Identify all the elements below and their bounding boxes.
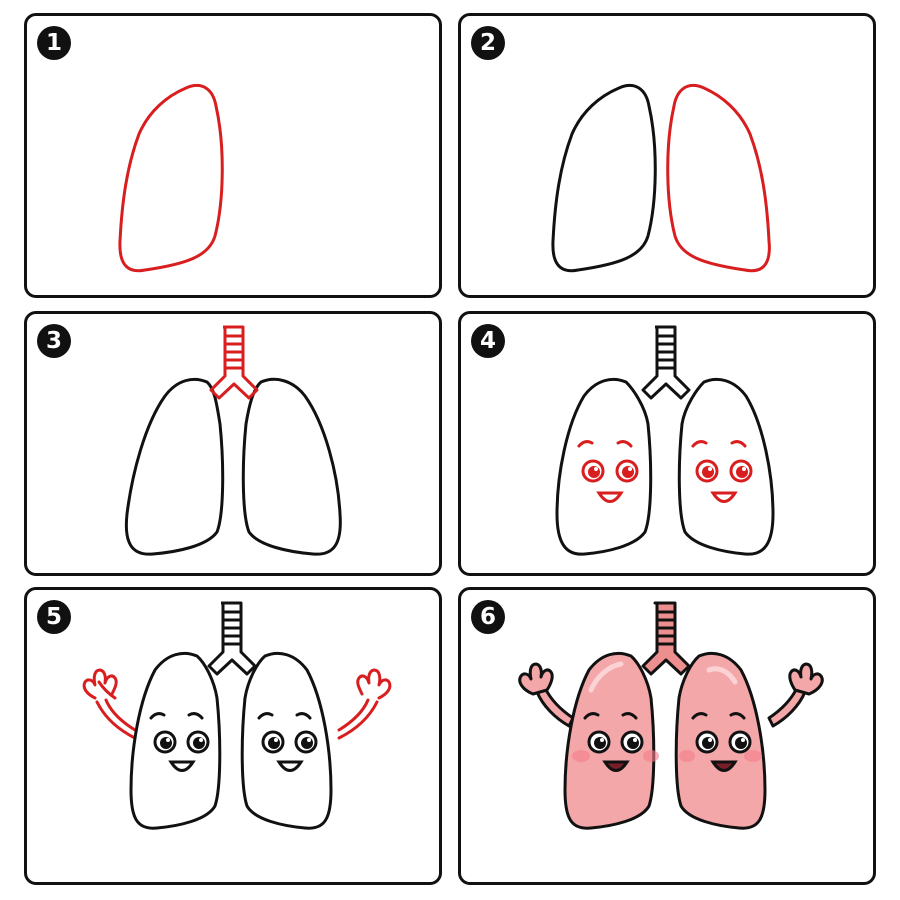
step-number-badge: 4 [471,324,505,358]
trachea [641,601,691,676]
smiley-face-left [577,440,639,503]
trachea [209,325,259,400]
step-5-drawing [82,601,392,830]
right-lung-outline [674,651,767,830]
step-number-badge: 3 [37,324,71,358]
left-lung-outline [124,377,225,556]
waving-arms [518,662,824,728]
step-panel-3: 3 [24,311,442,576]
step-panel-4: 4 [458,311,876,576]
step-6-drawing [518,601,824,830]
smiley-face-left [583,712,644,772]
right-lung-outline [677,377,775,556]
cheek [572,750,590,762]
cheek [643,750,659,762]
right-lung-outline [241,377,342,556]
step-panel-1: 1 [24,13,442,298]
cheek [679,750,695,762]
lung-highlight [706,666,738,685]
step-panel-5: 5 [24,587,442,885]
step-number-badge: 1 [37,26,71,60]
step-number-badge: 6 [471,600,505,634]
right-lung-outline [666,83,771,273]
left-lung-outline [118,83,224,273]
waving-arms [82,668,392,740]
step-3-drawing [124,325,342,556]
trachea [207,601,257,676]
step-number-badge: 5 [37,600,71,634]
smiley-face-right [691,712,752,772]
left-lung-outline [555,377,653,556]
smiley-face-right [257,712,318,772]
lung-highlight [588,661,624,693]
right-lung-outline [240,651,333,830]
smiley-face-right [691,440,753,503]
step-number-badge: 2 [471,26,505,60]
step-1-drawing [118,83,224,273]
step-panel-6: 6 [458,587,876,885]
left-lung-outline [551,83,657,273]
trachea [641,325,691,400]
smiley-face-left [149,712,210,772]
cheek [744,750,762,762]
step-2-drawing [551,83,771,273]
step-panel-2: 2 [458,13,876,298]
step-4-drawing [555,325,775,556]
